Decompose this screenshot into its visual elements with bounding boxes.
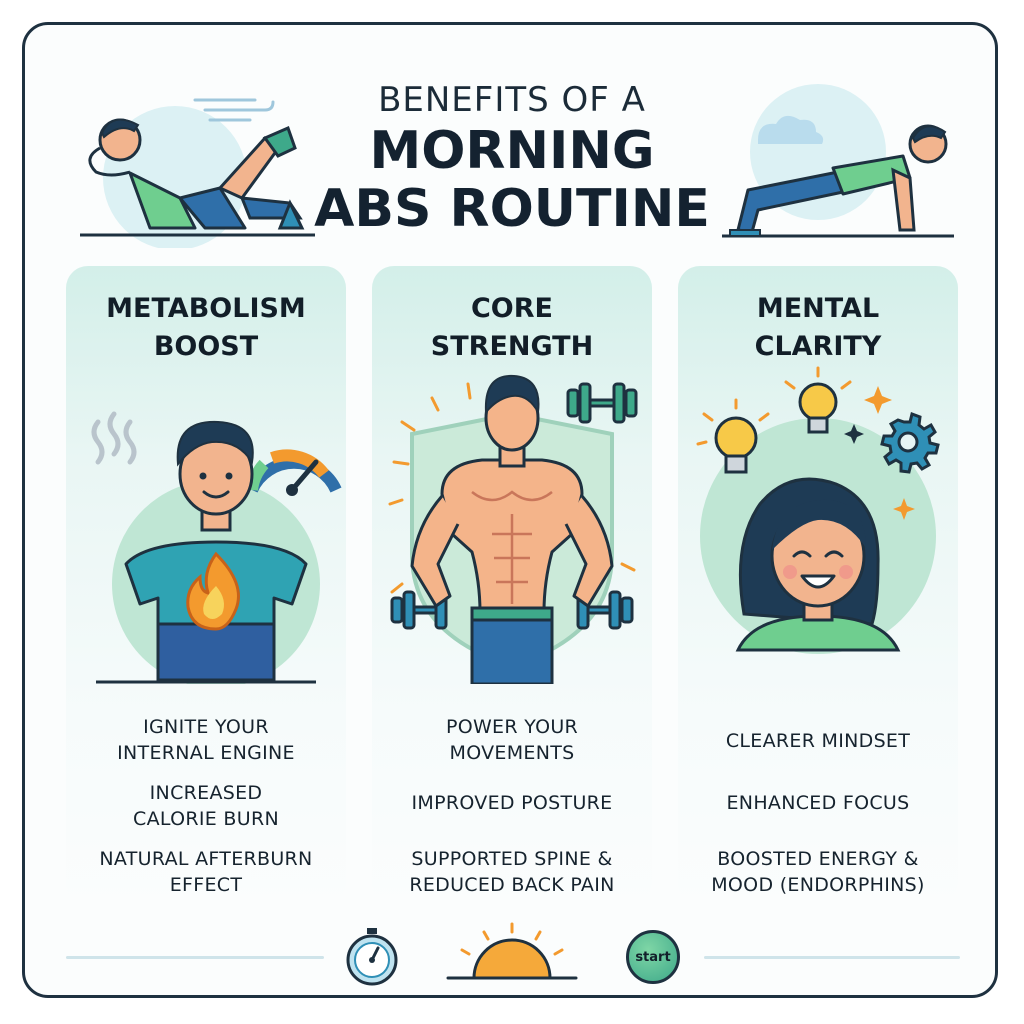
dumbbell-icon (566, 382, 638, 424)
panel-metabolism-boost: METABOLISM BOOST IGNITE YOUR INTERNAL EN… (66, 266, 346, 906)
sparkle-icon (844, 424, 864, 444)
lightbulb-icon (784, 366, 852, 434)
motion-lines-icon (193, 98, 275, 122)
benefit-text: CLEARER MINDSET (725, 730, 911, 752)
benefit-text: SUPPORTED SPINE & REDUCED BACK PAIN (409, 848, 615, 896)
stopwatch-icon (346, 928, 398, 986)
benefit-text: ENHANCED FOCUS (726, 792, 910, 814)
speedometer-icon (246, 449, 342, 496)
smiling-woman-illustration (696, 366, 940, 654)
panel-title: CORE STRENGTH (430, 293, 594, 362)
sparkle-icon (893, 498, 915, 520)
panel-title: MENTAL CLARITY (754, 293, 882, 362)
crunch-exercise-illustration (80, 98, 315, 248)
flame-icon (186, 551, 240, 631)
start-button[interactable]: start (626, 930, 680, 984)
panel-core-strength: CORE STRENGTH (372, 266, 652, 906)
title-line-2: MORNING (369, 121, 655, 181)
title-line-3: ABS ROUTINE (314, 179, 710, 239)
footer-divider (66, 956, 324, 959)
dumbbell-icon (390, 590, 448, 630)
sparkle-icon (864, 386, 892, 414)
benefit-text: IGNITE YOUR INTERNAL ENGINE (117, 716, 295, 764)
dumbbell-icon (576, 590, 634, 630)
lightbulb-icon (696, 398, 770, 474)
panel-mental-clarity: MENTAL CLARITY CLEARER (678, 266, 958, 906)
benefit-text: NATURAL AFTERBURN EFFECT (99, 848, 313, 896)
footer-divider (704, 956, 960, 959)
sunrise-icon (446, 922, 578, 980)
benefit-text: IMPROVED POSTURE (411, 792, 613, 814)
panel-title: METABOLISM BOOST (106, 293, 306, 362)
muscular-man-illustration (388, 374, 638, 684)
benefit-text: POWER YOUR MOVEMENTS (445, 716, 579, 764)
benefit-text: INCREASED CALORIE BURN (133, 782, 279, 830)
page-title: BENEFITS OF A MORNING ABS ROUTINE (300, 78, 724, 238)
heat-waves-icon (91, 411, 137, 465)
benefit-text: BOOSTED ENERGY & MOOD (ENDORPHINS) (711, 848, 925, 896)
title-line-1: BENEFITS OF A (378, 80, 646, 120)
man-metabolism-illustration (91, 411, 342, 684)
plank-exercise-illustration (722, 84, 954, 238)
